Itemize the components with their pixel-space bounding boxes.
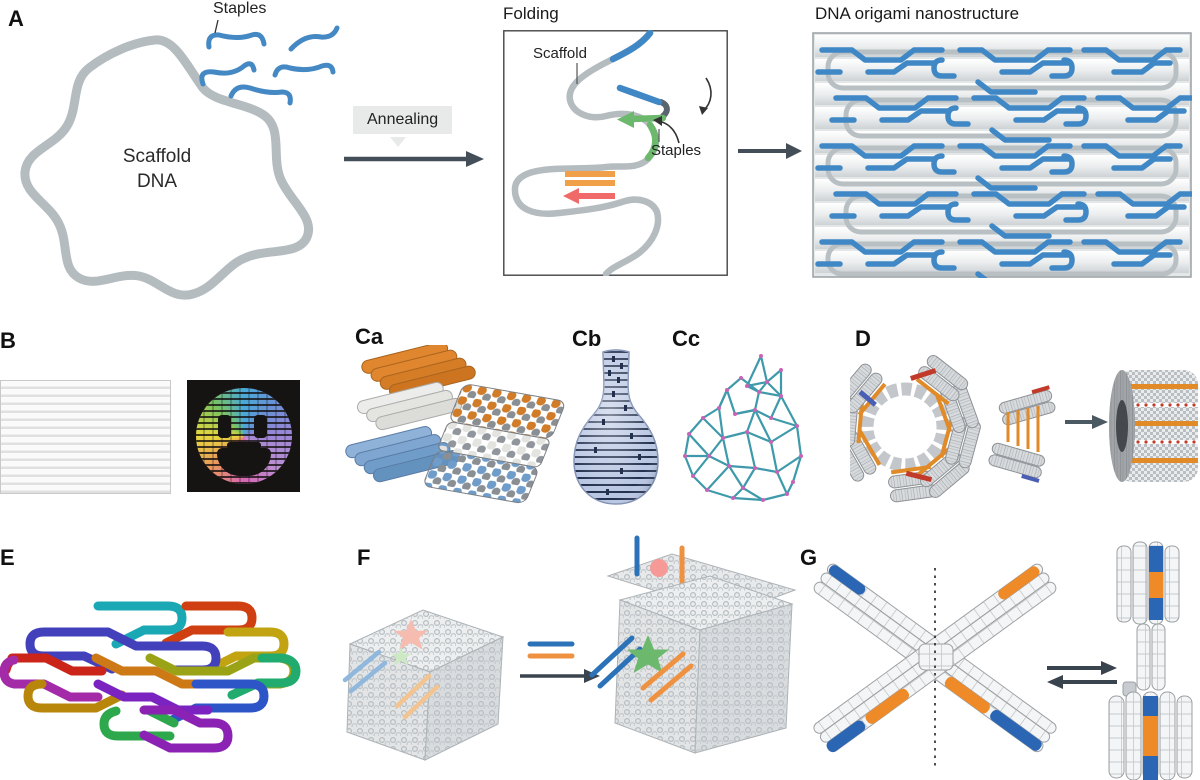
staple-hook — [658, 99, 670, 119]
closed-state — [1108, 541, 1193, 780]
closed-box-body — [346, 609, 505, 761]
red-accent — [910, 368, 937, 381]
folding-blue-segment — [609, 30, 654, 63]
staple-strand — [288, 25, 340, 52]
equilibrium-arrows — [1047, 661, 1117, 689]
staple-strand — [272, 62, 336, 78]
closed-bottom-bundle — [1108, 691, 1193, 780]
blue-segment — [1143, 756, 1158, 780]
red-accent — [905, 470, 933, 483]
panel-cb-label: Cb — [572, 326, 602, 351]
reconfigurable-actuator — [813, 541, 1193, 780]
scaffold-outline — [20, 35, 314, 300]
annealing-arrow — [344, 151, 484, 167]
folding-frame — [503, 30, 728, 276]
floating-blue-staple — [616, 84, 663, 106]
folding-diagram: Scaffold Staples — [503, 30, 728, 276]
faded-blue-strands — [342, 649, 388, 694]
curved-vase-render — [573, 349, 659, 505]
faded-orange-strands — [394, 673, 440, 720]
panel-a-label: A — [8, 6, 24, 31]
staple-strand — [206, 31, 267, 50]
folding-to-origami-arrow — [738, 143, 802, 159]
binding-arrows — [653, 77, 712, 144]
orange-segment — [1149, 572, 1163, 598]
folding-staples-label: Staples — [651, 142, 701, 159]
staples-label: Staples — [213, 0, 267, 17]
scaffold-dna-text-2: DNA — [137, 171, 177, 192]
panel-b-label: B — [0, 328, 16, 353]
white-slab — [356, 381, 463, 431]
folding-title: Folding — [503, 4, 559, 23]
staples-pointer-line — [214, 19, 219, 34]
smiley-mouth — [217, 448, 271, 476]
folding-scaffold-label: Scaffold — [533, 45, 587, 62]
bunny-mesh — [683, 354, 803, 502]
blue-slab — [345, 426, 460, 483]
annealing-label-tail — [390, 137, 406, 147]
red-staple-arrow — [563, 188, 615, 204]
assembly-arrow — [1065, 415, 1108, 429]
woven-knot-render — [0, 601, 301, 753]
blue-segment — [990, 709, 1042, 751]
knot-strands — [0, 601, 301, 753]
orange-segment — [1143, 716, 1158, 756]
x-open-state — [813, 563, 1057, 768]
panel-cc-label: Cc — [672, 326, 701, 351]
blue-segment — [826, 720, 866, 753]
panel-g-label: G — [800, 545, 818, 570]
panel-d-label: D — [855, 326, 871, 351]
orange-segment — [998, 566, 1040, 600]
smiley-eye-left — [218, 415, 231, 438]
staple-strands — [199, 19, 340, 106]
smiley-mouth-top — [227, 442, 261, 449]
bound-orange-strands — [640, 651, 694, 703]
assembled-barrel — [1109, 370, 1198, 482]
origami-nanostructure — [812, 32, 1192, 278]
x-hub — [918, 643, 954, 671]
scaffold-dna-text-1: Scaffold — [123, 146, 191, 167]
folding-green-segment — [644, 121, 659, 162]
cylinder-slab-stack — [345, 345, 476, 483]
open-origami-box — [589, 535, 797, 754]
ring-core — [860, 382, 950, 472]
wireframe-bunny-render — [683, 354, 803, 502]
staple-strand — [199, 61, 257, 87]
bound-blue-strands — [589, 635, 643, 689]
smiley-face — [196, 388, 292, 484]
wedge-piece — [988, 385, 1056, 483]
origami-title: DNA origami nanostructure — [815, 4, 1020, 23]
barrel-assembly-diagram — [850, 352, 1198, 504]
lattice-block — [424, 384, 565, 504]
blue-segment — [1149, 598, 1163, 620]
blue-accent — [858, 390, 877, 407]
panel-e-label: E — [0, 545, 15, 570]
smiley-afm-image — [187, 380, 300, 492]
vase-maze-marks — [594, 356, 641, 495]
wedge-orange-struts — [1006, 406, 1040, 452]
folding-scaffold-strand — [511, 30, 662, 276]
blue-segment — [1149, 546, 1163, 572]
bunny-vertex-dots — [683, 354, 803, 502]
blue-segment — [828, 565, 866, 595]
closed-origami-box — [342, 609, 505, 761]
blue-segment — [1143, 696, 1158, 716]
closed-top-bundle — [1116, 541, 1180, 625]
smiley-eye-right — [254, 415, 267, 438]
orange-segment — [944, 676, 990, 714]
vase-body — [573, 349, 659, 505]
scaffold-dna-blob: Scaffold DNA — [20, 35, 314, 300]
orange-segment — [865, 688, 910, 724]
panel-ca-label: Ca — [355, 324, 384, 349]
panel-f-label: F — [357, 545, 371, 570]
cargo-sphere — [650, 559, 668, 577]
c-ring-assembly — [850, 352, 983, 504]
origami-sheet-schematic — [0, 380, 171, 494]
closed-neck — [1122, 623, 1166, 697]
staple-strand — [228, 84, 293, 106]
multilayer-origami-renders — [345, 345, 565, 504]
annealing-label: Annealing — [353, 106, 453, 134]
